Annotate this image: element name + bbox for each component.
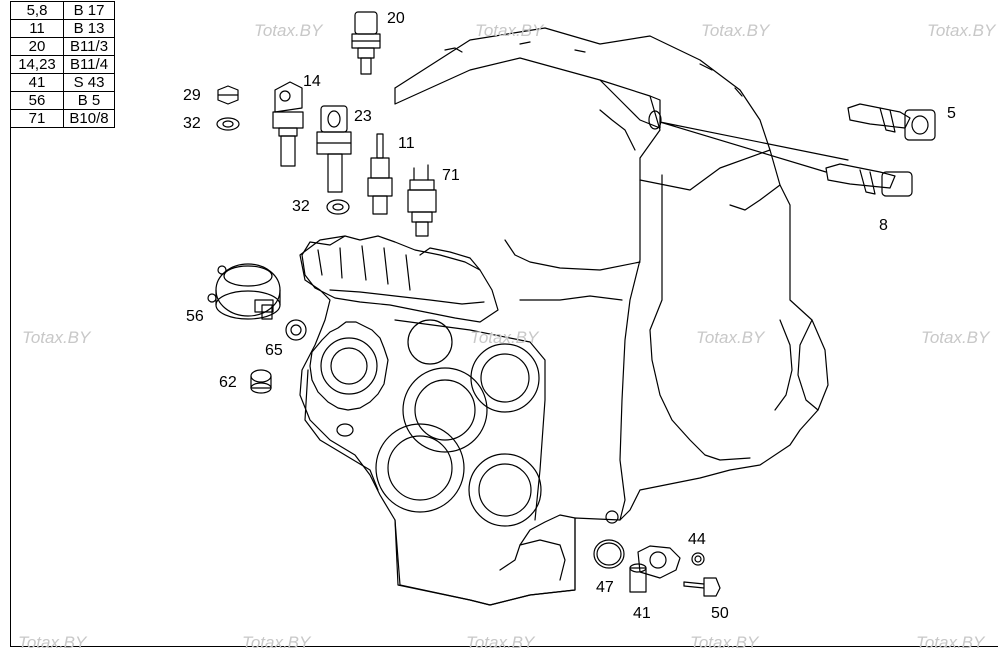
table-cell-code: B 13 (63, 19, 115, 38)
table-cell-ref: 71 (10, 109, 64, 128)
table-cell-code: S 43 (63, 73, 115, 92)
watermark: Totax.BY (466, 633, 535, 652)
callout-32: 32 (183, 115, 201, 132)
callout-20: 20 (387, 10, 405, 27)
callout-56: 56 (186, 308, 204, 325)
connector-8 (826, 164, 912, 196)
sensor-56 (208, 264, 280, 319)
watermark: Totax.BY (475, 21, 544, 40)
table-cell-ref: 5,8 (10, 1, 64, 20)
callout-65: 65 (265, 342, 283, 359)
callout-62: 62 (219, 374, 237, 391)
callout-11: 11 (398, 135, 415, 152)
table-row: 5,8 B 17 (10, 1, 115, 20)
diagram-frame (10, 1, 998, 647)
sensor-20 (352, 12, 380, 74)
connector-5 (848, 104, 935, 140)
pulleys (305, 320, 545, 526)
callout-23: 23 (354, 108, 372, 125)
callout-41: 41 (633, 605, 651, 622)
table-cell-ref: 20 (10, 37, 64, 56)
reference-table: 5,8 B 17 11 B 13 20 B11/3 14,23 B11/4 41… (10, 1, 115, 128)
table-row: 14,23 B11/4 (10, 55, 115, 74)
washer-44 (692, 553, 704, 565)
watermark: Totax.BY (916, 633, 985, 652)
leader-line-5-8 (660, 122, 848, 172)
watermark: Totax.BY (22, 328, 91, 347)
table-cell-ref: 56 (10, 91, 64, 110)
table-row: 41 S 43 (10, 73, 115, 92)
watermark: Totax.BY (470, 328, 539, 347)
watermark: Totax.BY (927, 21, 996, 40)
oil-pan (395, 511, 618, 605)
table-cell-code: B 17 (63, 1, 115, 20)
seal-47 (594, 540, 624, 568)
table-cell-ref: 41 (10, 73, 64, 92)
table-row: 71 B10/8 (10, 109, 115, 128)
engine-block (300, 28, 828, 605)
sensor-23 (317, 106, 351, 192)
plug-62 (251, 370, 271, 393)
sensor-11 (368, 134, 392, 214)
callout-71: 71 (442, 167, 460, 184)
table-row: 56 B 5 (10, 91, 115, 110)
manifold (302, 236, 498, 322)
table-row: 11 B 13 (10, 19, 115, 38)
callout-50: 50 (711, 605, 729, 622)
table-cell-code: B10/8 (63, 109, 115, 128)
sensor-41 (630, 546, 680, 592)
callout-47: 47 (596, 579, 614, 596)
watermark: Totax.BY (254, 21, 323, 40)
bolt-50 (684, 578, 720, 596)
callout-5: 5 (947, 105, 956, 122)
table-cell-ref: 14,23 (10, 55, 64, 74)
table-row: 20 B11/3 (10, 37, 115, 56)
table-cell-code: B11/3 (63, 37, 115, 56)
table-cell-code: B11/4 (63, 55, 115, 74)
watermark: Totax.BY (242, 633, 311, 652)
callout-32: 32 (292, 198, 310, 215)
watermark: Totax.BY (690, 633, 759, 652)
washer-32-mid (327, 200, 349, 214)
watermark: Totax.BY (921, 328, 990, 347)
watermark: Totax.BY (18, 633, 87, 652)
callout-44: 44 (688, 531, 706, 548)
callout-14: 14 (303, 73, 321, 90)
seal-65 (286, 320, 306, 340)
callout-8: 8 (879, 217, 888, 234)
washer-32-top (217, 118, 239, 130)
callout-29: 29 (183, 87, 201, 104)
table-cell-ref: 11 (10, 19, 64, 38)
table-cell-code: B 5 (63, 91, 115, 110)
watermark: Totax.BY (696, 328, 765, 347)
watermark: Totax.BY (701, 21, 770, 40)
sensor-71 (408, 165, 436, 236)
plug-29 (218, 86, 238, 104)
sensor-14 (273, 82, 303, 166)
